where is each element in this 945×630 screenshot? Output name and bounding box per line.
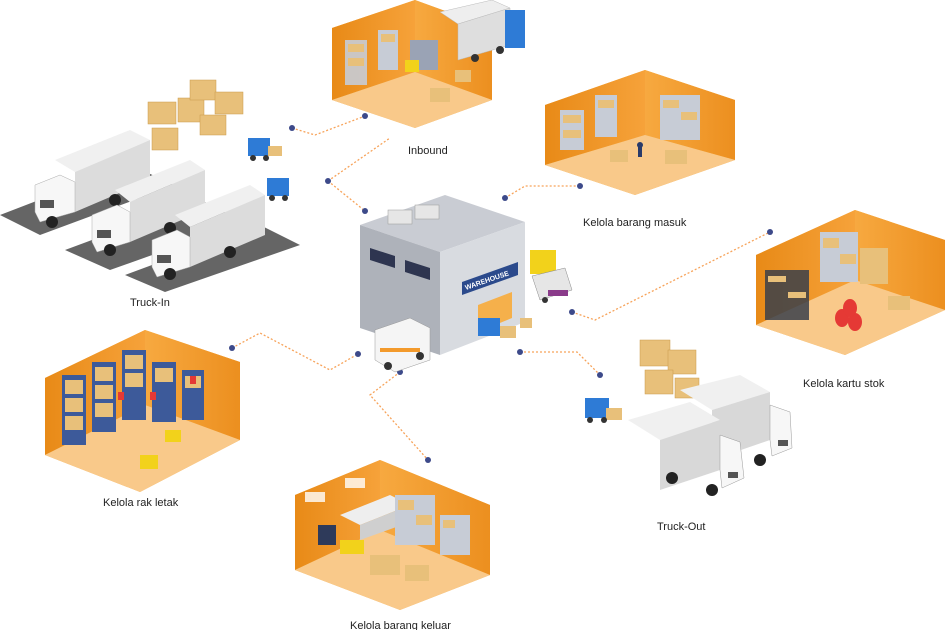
kartu-stok-room-illustration (756, 210, 945, 355)
warehouse-building: WAREHOUSE (360, 195, 573, 373)
connectors (231, 115, 771, 461)
inbound-room-illustration (332, 0, 525, 128)
box-stack (147, 79, 244, 151)
truck-icon (628, 402, 745, 496)
barang-keluar-room-illustration (295, 460, 490, 610)
shelf-rack (62, 350, 204, 445)
label-truck-in: Truck-In (130, 297, 170, 309)
connector-barang-masuk (504, 185, 580, 199)
truck-icon (151, 185, 265, 280)
truck-out-illustration (585, 339, 793, 496)
truck-icon (34, 130, 150, 228)
connector-kartu-stok (571, 231, 771, 321)
barang-masuk-room-illustration (545, 70, 735, 195)
truck-icon (91, 160, 205, 256)
connector-barang-keluar (369, 371, 429, 461)
connector-rak-letak (231, 332, 359, 371)
box-stack (639, 339, 700, 399)
connector-truck-out (520, 351, 601, 376)
label-inbound: Inbound (408, 145, 448, 157)
connector-inbound (291, 115, 366, 136)
rak-letak-room-illustration (45, 330, 240, 492)
label-kelola-barang-masuk: Kelola barang masuk (583, 217, 687, 229)
forklift-icon (585, 398, 622, 423)
forklift-icon (248, 138, 289, 201)
barrel-icon (835, 299, 862, 331)
label-truck-out: Truck-Out (657, 521, 706, 533)
connector-center-inbound (327, 137, 391, 182)
label-kelola-rak-letak: Kelola rak letak (103, 497, 179, 509)
connector-center-left (327, 180, 366, 212)
label-kelola-barang-keluar: Kelola barang keluar (350, 620, 451, 630)
label-kelola-kartu-stok: Kelola kartu stok (803, 378, 885, 390)
connector-dots (229, 113, 773, 463)
truck-in-illustration (0, 79, 300, 292)
